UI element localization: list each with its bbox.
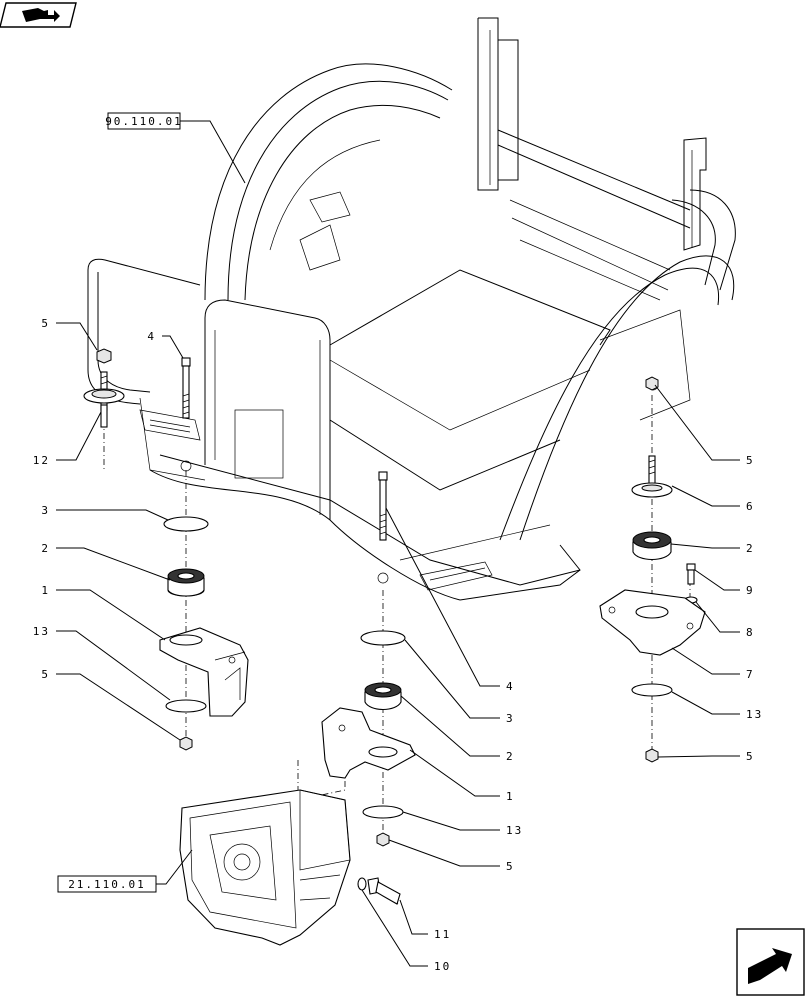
reference-cab-frame[interactable]: 90.110.01 [105, 112, 246, 184]
washer-3-left [163, 516, 209, 532]
reference-transmission-label: 21.110.01 [68, 878, 146, 891]
callout-3: 3 [506, 712, 515, 725]
callout-13: 13 [506, 824, 523, 837]
nut-5-left-bottom [179, 736, 193, 751]
callout-9: 9 [746, 584, 755, 597]
callout-11: 11 [434, 928, 451, 941]
washer-13-left [165, 699, 207, 713]
callout-2: 2 [506, 750, 515, 763]
callout-13: 13 [33, 625, 50, 638]
cab-frame [87, 17, 736, 601]
reference-cab-frame-label: 90.110.01 [105, 115, 183, 128]
callouts: 5 4 12 3 2 1 13 5 5 6 2 9 8 7 13 5 [33, 317, 763, 973]
right-mount-stack [599, 376, 706, 763]
bolt-4-left [181, 357, 191, 419]
washer-13-center [362, 805, 404, 819]
washer-13-right [631, 683, 673, 697]
washer-3-center [360, 630, 406, 646]
transmission-housing [179, 789, 351, 946]
callout-2: 2 [746, 542, 755, 555]
stud-6 [631, 455, 673, 498]
bracket-1-center [321, 707, 416, 779]
nut-5-right-top [645, 376, 659, 391]
bolt-9 [686, 563, 696, 585]
callout-2: 2 [41, 542, 50, 555]
callout-4: 4 [506, 680, 515, 693]
callout-13: 13 [746, 708, 763, 721]
next-page-arrow-icon[interactable] [736, 928, 805, 996]
book-arrow-icon[interactable] [0, 2, 77, 28]
bracket-7 [599, 589, 706, 656]
nut-5-center [376, 832, 390, 847]
callout-8: 8 [746, 626, 755, 639]
left-mount-stack [83, 348, 249, 751]
center-mount-stack [321, 471, 416, 847]
bolt-10-washer-11 [357, 877, 401, 905]
rubber-mount-2-right [632, 531, 672, 561]
stud-12 [83, 371, 125, 428]
nut-5-right-bottom [645, 748, 659, 763]
callout-5: 5 [746, 454, 755, 467]
callout-5: 5 [746, 750, 755, 763]
reference-transmission[interactable]: 21.110.01 [57, 849, 193, 893]
bracket-1-left [159, 627, 249, 717]
rubber-mount-2-center [364, 682, 402, 711]
callout-1: 1 [506, 790, 515, 803]
callout-4: 4 [147, 330, 156, 343]
callout-10: 10 [434, 960, 451, 973]
callout-3: 3 [41, 504, 50, 517]
callout-7: 7 [746, 668, 755, 681]
nut-5-top-left [96, 348, 112, 364]
callout-6: 6 [746, 500, 755, 513]
callout-5: 5 [41, 317, 50, 330]
callout-5: 5 [41, 668, 50, 681]
callout-12: 12 [33, 454, 50, 467]
rubber-mount-2-left [167, 568, 205, 597]
callout-5: 5 [506, 860, 515, 873]
bolt-4-center [378, 471, 388, 541]
callout-1: 1 [41, 584, 50, 597]
